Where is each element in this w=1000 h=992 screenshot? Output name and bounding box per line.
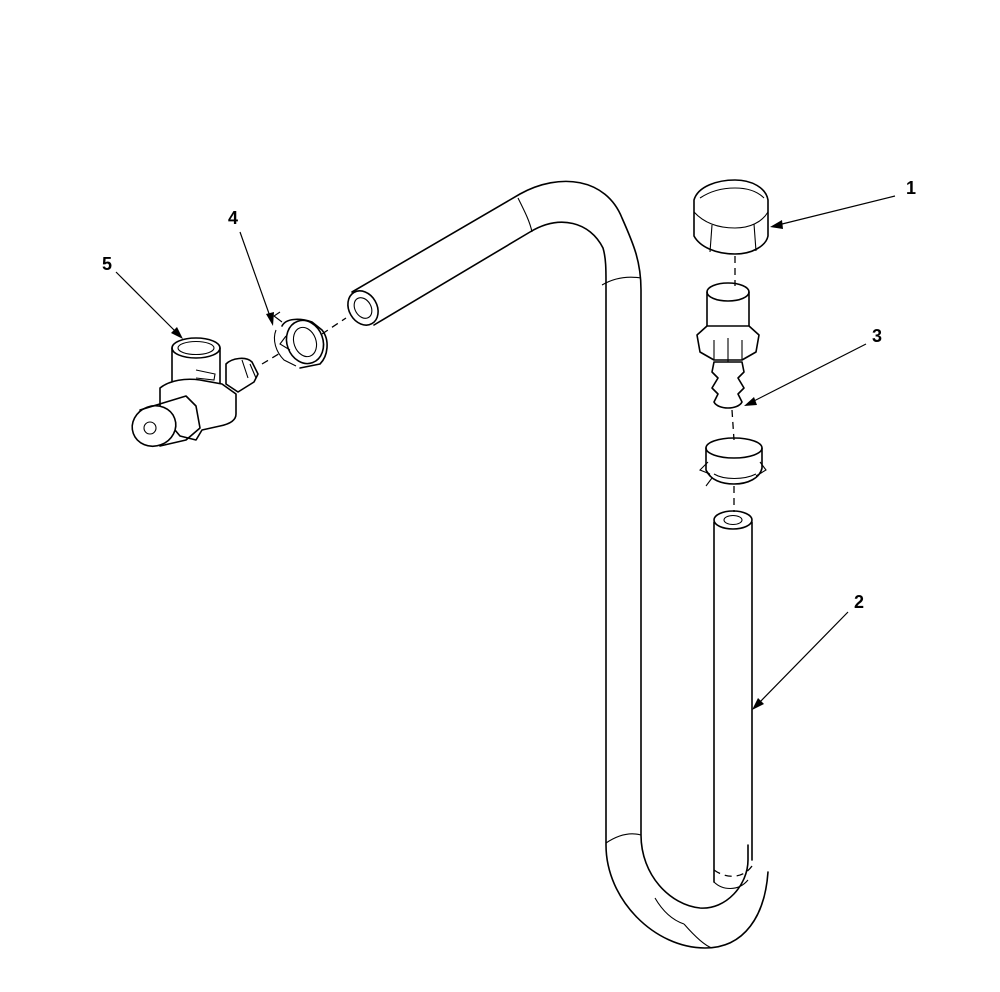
callout-5: 5 — [102, 254, 112, 274]
cap-nut — [693, 179, 769, 255]
callout-2: 2 — [854, 592, 864, 612]
hose — [347, 180, 769, 949]
barb-fitting — [696, 282, 760, 409]
callout-leaders — [115, 195, 896, 710]
hose-clamp — [273, 311, 328, 369]
tee-valve — [131, 337, 259, 448]
callout-4: 4 — [228, 208, 238, 228]
lower-hose-clamp — [699, 437, 767, 487]
callout-1: 1 — [906, 178, 916, 198]
callout-labels: 1 2 3 4 5 — [102, 178, 916, 612]
assembly-axes — [261, 256, 736, 512]
callout-3: 3 — [872, 326, 882, 346]
